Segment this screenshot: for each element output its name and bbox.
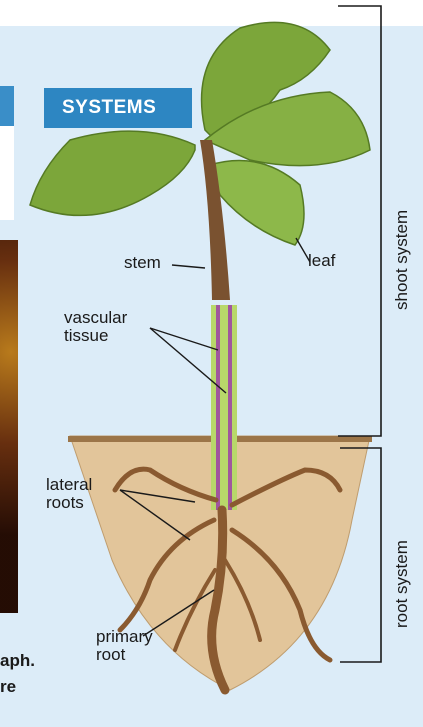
stem-leader <box>172 265 205 268</box>
label-vascular-tissue: vascular tissue <box>64 309 127 345</box>
label-root-system: root system <box>392 540 412 628</box>
vascular-stripe-2 <box>228 305 232 510</box>
caption-fragment: aph. re <box>0 648 35 700</box>
label-stem: stem <box>124 254 161 272</box>
vascular-stripe-1 <box>216 305 220 510</box>
shoot-system-bracket <box>338 6 381 436</box>
label-shoot-system: shoot system <box>392 210 412 310</box>
leaf-left <box>30 131 195 215</box>
section-tab-systems: SYSTEMS <box>44 88 192 128</box>
label-primary-root: primary root <box>96 628 153 664</box>
label-lateral-roots: lateral roots <box>46 476 92 512</box>
vascular-leader-1 <box>150 328 218 350</box>
vascular-section <box>211 305 237 510</box>
label-leaf: leaf <box>308 252 335 270</box>
